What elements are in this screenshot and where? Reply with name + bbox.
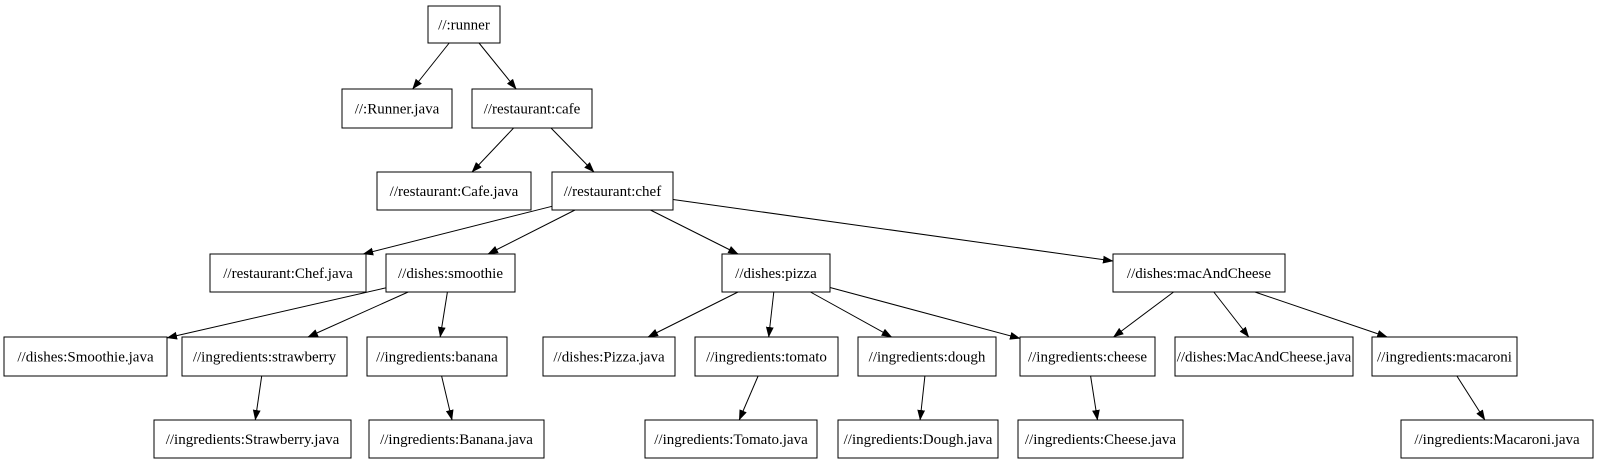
graph-edge-cheese-to-cheese_java [1090,375,1100,421]
graph-node-box-mac [1112,253,1286,293]
graph-node-label-strawberry: //ingredients:strawberry [193,350,337,366]
graph-edge-dough-to-dough_java [917,375,926,421]
graph-node-macaroni_java: //ingredients:Macaroni.java [1400,419,1594,459]
graph-node-box-tomato_java [644,419,818,459]
graph-node-label-pizza_java: //dishes:Pizza.java [553,350,665,366]
graph-node-box-runner [427,5,501,44]
graph-edge-smoothie-to-smoothie_java [166,287,387,340]
graph-edge-pizza-to-cheese [829,287,1021,340]
graph-node-runner_java: //:Runner.java [341,88,453,129]
graph-node-strawberry_java: //ingredients:Strawberry.java [153,419,352,459]
graph-edge-pizza-to-dough [810,291,893,338]
graph-node-pizza_java: //dishes:Pizza.java [542,336,676,377]
graph-node-mac: //dishes:macAndCheese [1112,253,1286,293]
graph-node-chef_java: //restaurant:Chef.java [209,253,367,293]
graph-node-box-dough_java [837,419,999,459]
graph-node-label-cheese: //ingredients:cheese [1028,350,1147,366]
graph-edge-pizza-to-tomato [765,291,775,338]
graph-node-box-mac_java [1174,336,1354,377]
graph-node-banana_java: //ingredients:Banana.java [368,419,545,459]
graph-edge-runner-to-runner_java [412,42,450,90]
graph-node-label-chef: //restaurant:chef [564,184,661,200]
graph-node-label-chef_java: //restaurant:Chef.java [223,266,353,282]
graph-node-label-mac_java: //dishes:MacAndCheese.java [1177,350,1352,366]
graph-edge-macaroni-to-macaroni_java [1456,375,1486,421]
graph-edge-chef-to-pizza [650,209,739,255]
graph-edge-cafe-to-cafe_java [471,127,514,173]
graph-edge-mac-to-macaroni [1254,291,1388,338]
graph-node-label-cheese_java: //ingredients:Cheese.java [1025,432,1177,448]
graph-edge-chef-to-mac [672,199,1114,264]
graph-node-box-cafe [471,88,593,129]
graph-node-label-pizza: //dishes:pizza [735,266,817,282]
graph-node-box-macaroni_java [1400,419,1594,459]
graph-node-macaroni: //ingredients:macaroni [1371,336,1518,377]
graph-node-cafe: //restaurant:cafe [471,88,593,129]
graph-node-box-runner_java [341,88,453,129]
graph-node-box-smoothie [385,253,516,293]
graph-node-box-banana_java [368,419,545,459]
graph-node-box-tomato [694,336,839,377]
graph-node-smoothie: //dishes:smoothie [385,253,516,293]
graph-node-cheese: //ingredients:cheese [1019,336,1156,377]
graph-node-box-cafe_java [376,171,532,211]
graph-node-mac_java: //dishes:MacAndCheese.java [1174,336,1354,377]
graph-node-cafe_java: //restaurant:Cafe.java [376,171,532,211]
graph-node-box-cheese [1019,336,1156,377]
graph-node-smoothie_java: //dishes:Smoothie.java [3,336,168,377]
graph-node-box-chef [551,171,674,211]
graph-node-strawberry: //ingredients:strawberry [181,336,348,377]
graph-node-box-chef_java [209,253,367,293]
graph-node-label-dough_java: //ingredients:Dough.java [844,432,993,448]
nodes-layer: //:runner //:Runner.java //restaurant:cafe… [3,5,1594,459]
graph-node-label-runner: //:runner [438,18,490,34]
graph-node-label-banana: //ingredients:banana [376,350,498,366]
graph-node-label-strawberry_java: //ingredients:Strawberry.java [166,432,340,448]
graph-node-pizza: //dishes:pizza [721,253,831,293]
graph-edge-mac-to-mac_java [1213,291,1250,338]
graph-edge-runner-to-cafe [478,42,517,90]
graph-node-box-pizza [721,253,831,293]
graph-node-label-tomato: //ingredients:tomato [706,350,827,366]
graph-node-tomato_java: //ingredients:Tomato.java [644,419,818,459]
graph-node-box-macaroni [1371,336,1518,377]
graph-node-label-macaroni_java: //ingredients:Macaroni.java [1414,432,1580,448]
graph-node-label-cafe: //restaurant:cafe [484,102,581,118]
graph-node-box-strawberry [181,336,348,377]
graph-node-label-cafe_java: //restaurant:Cafe.java [390,184,519,200]
graph-edge-chef-to-smoothie [487,209,576,255]
graph-node-label-banana_java: //ingredients:Banana.java [380,432,533,448]
graph-node-label-smoothie: //dishes:smoothie [398,266,503,282]
graph-node-box-pizza_java [542,336,676,377]
graph-node-box-banana [366,336,508,377]
graph-node-label-smoothie_java: //dishes:Smoothie.java [17,350,154,366]
graph-node-dough: //ingredients:dough [857,336,997,377]
graph-node-label-runner_java: //:Runner.java [355,102,440,118]
graph-node-tomato: //ingredients:tomato [694,336,839,377]
graph-node-label-mac: //dishes:macAndCheese [1127,266,1271,282]
graph-node-runner: //:runner [427,5,501,44]
graph-edge-banana-to-banana_java [441,375,454,421]
graph-edge-smoothie-to-banana [437,291,448,338]
graph-node-label-macaroni: //ingredients:macaroni [1377,350,1512,366]
graph-node-cheese_java: //ingredients:Cheese.java [1017,419,1184,459]
graph-edge-smoothie-to-strawberry [307,291,409,338]
edges-layer [166,42,1486,421]
graph-edge-tomato-to-tomato_java [738,375,759,421]
graph-node-label-dough: //ingredients:dough [869,350,986,366]
graph-edge-cafe-to-chef [550,127,595,173]
graph-edge-mac-to-cheese [1113,291,1174,338]
graph-node-dough_java: //ingredients:Dough.java [837,419,999,459]
graph-node-box-smoothie_java [3,336,168,377]
graph-edge-pizza-to-pizza_java [647,291,739,338]
graph-edge-strawberry-to-strawberry_java [252,375,263,421]
graph-node-label-tomato_java: //ingredients:Tomato.java [654,432,808,448]
graph-node-banana: //ingredients:banana [366,336,508,377]
graph-node-box-dough [857,336,997,377]
graph-edge-chef-to-chef_java [362,205,553,256]
graph-node-box-cheese_java [1017,419,1184,459]
graph-node-chef: //restaurant:chef [551,171,674,211]
graph-node-box-strawberry_java [153,419,352,459]
